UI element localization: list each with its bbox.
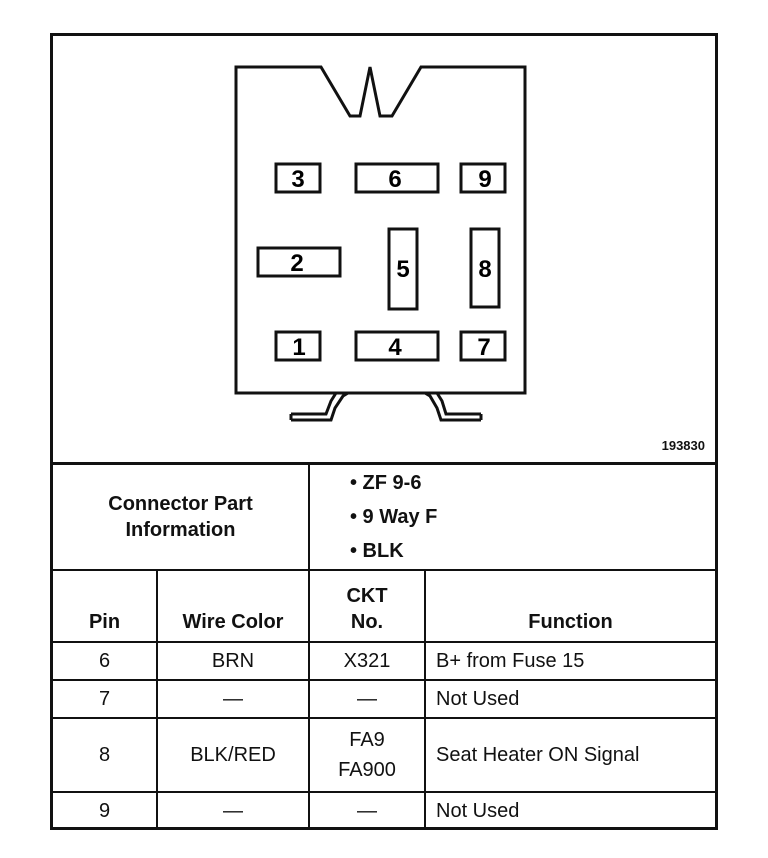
- pin-label-4: 4: [388, 334, 402, 361]
- cell-wire-color: BRN: [156, 641, 310, 681]
- connector-foot-left-inner: [291, 392, 338, 416]
- cell-pin: 6: [53, 641, 158, 681]
- cell-wire-color: —: [156, 791, 310, 829]
- connector-info-list: • ZF 9-6 • 9 Way F • BLK: [308, 465, 715, 571]
- cell-wire-color: BLK/RED: [156, 717, 310, 793]
- cavity-2: [256, 246, 342, 278]
- connector-info-item: • ZF 9-6: [350, 472, 422, 494]
- connector-foot-left: [291, 391, 349, 422]
- cell-ckt-line2: FA900: [338, 759, 396, 781]
- connector-info-row: Connector Part Information • ZF 9-6 • 9 …: [53, 465, 715, 571]
- cavity-9: [459, 162, 507, 194]
- connector-info-label: Connector Part Information: [53, 465, 310, 571]
- table-header-row: Pin Wire Color CKT No. Function: [53, 569, 715, 643]
- cell-ckt: FA9 FA900: [308, 717, 426, 793]
- pin-label-3: 3: [291, 166, 304, 193]
- pin-label-1: 1: [292, 334, 305, 361]
- pin-label-2: 2: [290, 250, 303, 277]
- cavity-7: [459, 330, 507, 362]
- cavity-8: [469, 227, 501, 309]
- connector-info-label-line1: Connector Part: [108, 493, 253, 515]
- cell-ckt: —: [308, 791, 426, 829]
- header-function: Function: [424, 569, 715, 643]
- cavity-3: [274, 162, 322, 194]
- cell-pin: 9: [53, 791, 158, 829]
- pin-label-8: 8: [478, 256, 491, 283]
- cell-pin: 8: [53, 717, 158, 793]
- pin-label-7: 7: [477, 334, 490, 361]
- cell-wire-color: —: [156, 679, 310, 719]
- table-row: 8 BLK/RED FA9 FA900 Seat Heater ON Signa…: [53, 717, 715, 793]
- pin-label-9: 9: [478, 166, 491, 193]
- cavity-6: [354, 162, 440, 194]
- table-row: 6 BRN X321 B+ from Fuse 15: [53, 641, 715, 681]
- header-wire-color: Wire Color: [156, 569, 310, 643]
- cavity-4: [354, 330, 440, 362]
- connector-info-label-line2: Information: [125, 519, 236, 541]
- connector-diagram: 3 6 9 2 5 8 1 4 7 193830: [53, 36, 715, 465]
- cell-function: Seat Heater ON Signal: [424, 717, 715, 793]
- pinout-table: Connector Part Information • ZF 9-6 • 9 …: [53, 465, 715, 829]
- cavity-5: [387, 227, 419, 311]
- connector-info-item: • 9 Way F: [350, 506, 438, 528]
- table-row: 9 — — Not Used: [53, 791, 715, 829]
- header-ckt-line1: CKT: [346, 585, 388, 607]
- connector-sheet: 3 6 9 2 5 8 1 4 7 193830: [50, 33, 718, 830]
- connector-foot-right-inner: [435, 392, 481, 416]
- cell-function: Not Used: [424, 679, 715, 719]
- connector-face-drawing: 3 6 9 2 5 8 1 4 7: [234, 65, 527, 422]
- cell-function: B+ from Fuse 15: [424, 641, 715, 681]
- header-ckt-line2: No.: [350, 611, 384, 633]
- table-row: 7 — — Not Used: [53, 679, 715, 719]
- cell-function: Not Used: [424, 791, 715, 829]
- connector-body: [234, 65, 527, 395]
- header-pin: Pin: [53, 569, 158, 643]
- header-ckt-no: CKT No.: [308, 569, 426, 643]
- cell-ckt-line1: FA9: [349, 729, 385, 751]
- cell-pin: 7: [53, 679, 158, 719]
- pin-label-6: 6: [388, 166, 401, 193]
- drawing-number: 193830: [661, 438, 705, 453]
- pin-label-5: 5: [396, 256, 409, 283]
- cavity-1: [274, 330, 322, 362]
- cell-ckt: X321: [308, 641, 426, 681]
- cell-ckt: —: [308, 679, 426, 719]
- connector-info-item: • BLK: [350, 540, 404, 562]
- connector-foot-right: [424, 391, 481, 422]
